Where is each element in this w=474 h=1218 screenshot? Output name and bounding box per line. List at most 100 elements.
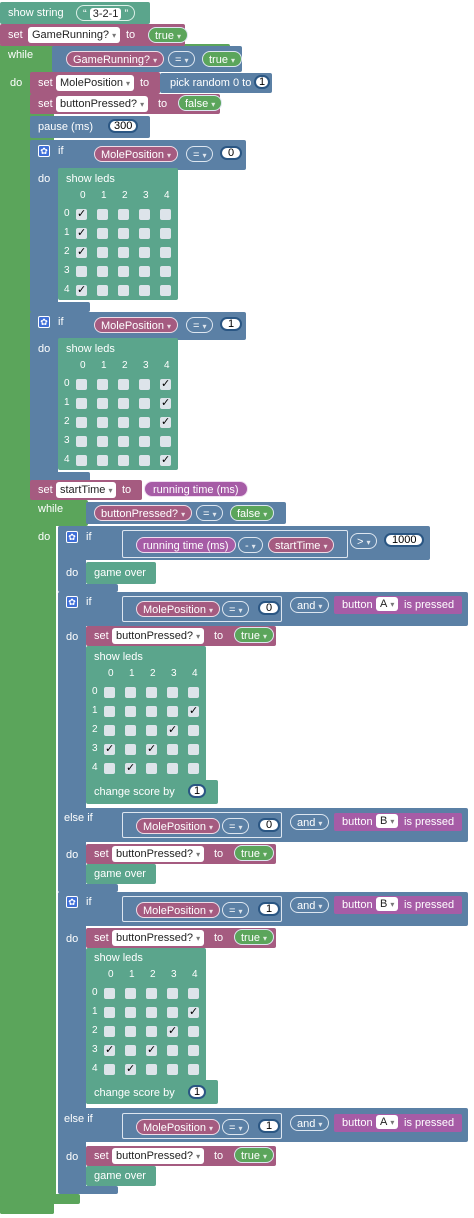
led-cell[interactable]: [160, 209, 171, 220]
led-cell[interactable]: [188, 725, 199, 736]
gear-icon[interactable]: ✿: [66, 596, 78, 608]
true-value[interactable]: true: [234, 929, 274, 945]
led-cell[interactable]: [104, 706, 115, 717]
moleposition-var[interactable]: MolePosition: [136, 1119, 220, 1135]
led-cell[interactable]: [118, 209, 129, 220]
led-cell[interactable]: [104, 763, 115, 774]
button-dropdown[interactable]: B: [376, 897, 399, 911]
led-cell[interactable]: [188, 1026, 199, 1037]
false-value[interactable]: false: [230, 505, 275, 521]
led-cell[interactable]: ✓: [76, 208, 87, 220]
moleposition-dropdown[interactable]: MolePosition: [56, 75, 134, 91]
and-op[interactable]: and: [290, 897, 330, 913]
led-cell[interactable]: ✓: [146, 1044, 157, 1056]
led-cell[interactable]: [97, 455, 108, 466]
led-cell[interactable]: [188, 744, 199, 755]
led-cell[interactable]: [97, 417, 108, 428]
led-cell[interactable]: ✓: [76, 284, 87, 296]
led-cell[interactable]: [125, 988, 136, 999]
if-value[interactable]: 0: [220, 146, 243, 160]
equals-op[interactable]: =: [222, 601, 250, 617]
equals-op[interactable]: =: [196, 505, 224, 521]
equals-op[interactable]: =: [186, 317, 214, 333]
led-cell[interactable]: [125, 725, 136, 736]
timeout-value[interactable]: 1000: [384, 533, 425, 547]
buttonpressed-dropdown[interactable]: buttonPressed?: [112, 846, 205, 862]
buttonpressed-var[interactable]: buttonPressed?: [94, 505, 193, 521]
led-cell[interactable]: [160, 436, 171, 447]
led-cell[interactable]: ✓: [104, 1044, 115, 1056]
led-cell[interactable]: ✓: [104, 743, 115, 755]
compare-value[interactable]: 1: [258, 902, 281, 916]
led-cell[interactable]: [139, 417, 150, 428]
led-cell[interactable]: [97, 266, 108, 277]
led-cell[interactable]: [97, 209, 108, 220]
led-cell[interactable]: [118, 455, 129, 466]
led-cell[interactable]: [76, 379, 87, 390]
led-cell[interactable]: [125, 1007, 136, 1018]
led-cell[interactable]: [76, 266, 87, 277]
led-cell[interactable]: [118, 379, 129, 390]
led-cell[interactable]: [160, 228, 171, 239]
led-cell[interactable]: [146, 725, 157, 736]
pick-random-block[interactable]: [160, 73, 272, 93]
gear-icon[interactable]: ✿: [38, 145, 50, 157]
led-cell[interactable]: [188, 988, 199, 999]
minus-op[interactable]: -: [238, 537, 263, 553]
led-cell[interactable]: [118, 285, 129, 296]
led-cell[interactable]: [104, 1007, 115, 1018]
led-cell[interactable]: [118, 398, 129, 409]
moleposition-var[interactable]: MolePosition: [136, 601, 220, 617]
equals-op[interactable]: =: [186, 146, 214, 162]
led-cell[interactable]: [139, 379, 150, 390]
led-cell[interactable]: [97, 398, 108, 409]
led-cell[interactable]: [118, 436, 129, 447]
gamerunning-var[interactable]: GameRunning?: [66, 51, 165, 67]
while-buttonpressed-frame[interactable]: [30, 500, 56, 1204]
led-cell[interactable]: ✓: [125, 1063, 136, 1075]
led-cell[interactable]: [188, 1045, 199, 1056]
led-cell[interactable]: [167, 988, 178, 999]
led-cell[interactable]: [188, 763, 199, 774]
led-cell[interactable]: [167, 687, 178, 698]
led-cell[interactable]: [76, 417, 87, 428]
true-value[interactable]: true: [234, 1147, 274, 1163]
score-value[interactable]: 1: [188, 1085, 207, 1099]
led-cell[interactable]: [167, 744, 178, 755]
show-leds-block[interactable]: [86, 646, 206, 802]
led-cell[interactable]: [76, 436, 87, 447]
led-cell[interactable]: [146, 687, 157, 698]
moleposition-var[interactable]: MolePosition: [94, 146, 178, 162]
gear-icon[interactable]: ✿: [38, 316, 50, 328]
score-value[interactable]: 1: [188, 784, 207, 798]
led-cell[interactable]: [104, 687, 115, 698]
led-cell[interactable]: ✓: [160, 454, 171, 466]
led-cell[interactable]: ✓: [167, 724, 178, 736]
buttonpressed-dropdown[interactable]: buttonPressed?: [112, 930, 205, 946]
led-cell[interactable]: ✓: [160, 378, 171, 390]
led-cell[interactable]: [167, 1064, 178, 1075]
led-cell[interactable]: ✓: [125, 762, 136, 774]
compare-value[interactable]: 0: [258, 818, 281, 832]
game-over-block[interactable]: [86, 1166, 156, 1186]
led-cell[interactable]: ✓: [188, 705, 199, 717]
moleposition-var[interactable]: MolePosition: [136, 902, 220, 918]
false-value[interactable]: false: [178, 95, 223, 111]
led-cell[interactable]: [160, 285, 171, 296]
led-cell[interactable]: ✓: [76, 246, 87, 258]
led-cell[interactable]: [139, 247, 150, 258]
led-cell[interactable]: [139, 436, 150, 447]
led-cell[interactable]: [125, 744, 136, 755]
gear-icon[interactable]: ✿: [66, 531, 78, 543]
moleposition-var[interactable]: MolePosition: [136, 818, 220, 834]
led-cell[interactable]: [97, 247, 108, 258]
compare-value[interactable]: 0: [258, 601, 281, 615]
led-cell[interactable]: [160, 266, 171, 277]
equals-op[interactable]: =: [222, 1119, 250, 1135]
led-cell[interactable]: [146, 706, 157, 717]
running-time-block[interactable]: running time (ms): [136, 537, 236, 553]
led-cell[interactable]: [139, 285, 150, 296]
running-time-block[interactable]: running time (ms): [144, 481, 248, 497]
led-cell[interactable]: [139, 455, 150, 466]
